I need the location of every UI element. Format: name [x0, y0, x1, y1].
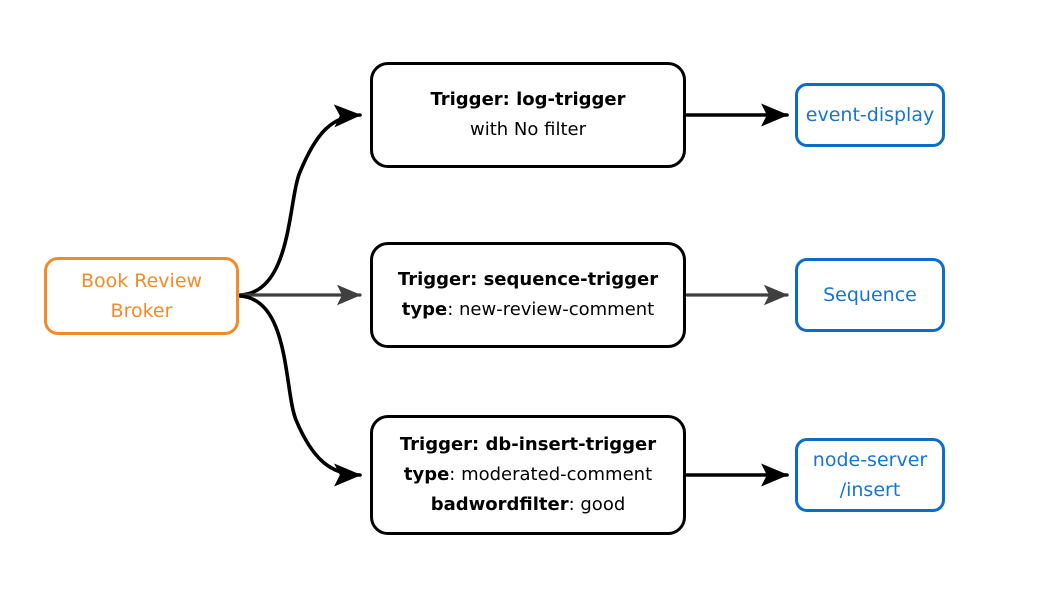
trigger-log-line1: Trigger: log-trigger [430, 85, 625, 115]
broker-label-line2: Broker [110, 300, 173, 322]
trigger-log-line2: with No filter [470, 115, 586, 145]
target-node-server-label-line2: /insert [839, 479, 901, 501]
target-event-display-label: event-display [805, 104, 935, 126]
broker-label-line1: Book Review [80, 270, 203, 292]
edge-broker-to-log-trigger [238, 104, 362, 297]
node-target-node-server-insert[interactable]: node-server /insert [795, 438, 945, 512]
trigger-db-line1: Trigger: db-insert-trigger [400, 430, 656, 460]
trigger-sequence-line2: type: new-review-comment [402, 295, 654, 325]
trigger-db-line2-bold: type [403, 464, 450, 485]
node-trigger-sequence-trigger[interactable]: Trigger: sequence-trigger type: new-revi… [370, 242, 686, 348]
trigger-db-line2: type: moderated-comment [404, 460, 652, 490]
trigger-db-line1-bold: Trigger: db-insert-trigger [399, 434, 657, 455]
trigger-log-line2-rest: with No filter [470, 119, 586, 140]
target-node-server-label-line1: node-server [812, 449, 928, 471]
node-target-sequence[interactable]: Sequence [795, 258, 945, 332]
node-target-event-display[interactable]: event-display [795, 83, 945, 147]
target-sequence-label: Sequence [823, 284, 917, 306]
node-trigger-db-insert-trigger[interactable]: Trigger: db-insert-trigger type: moderat… [370, 415, 686, 535]
node-book-review-broker[interactable]: Book Review Broker [44, 257, 239, 335]
node-trigger-log-trigger[interactable]: Trigger: log-trigger with No filter [370, 62, 686, 168]
trigger-db-line3-rest: : good [568, 494, 626, 515]
trigger-db-line3: badwordfilter: good [431, 490, 626, 520]
trigger-db-line2-rest: : moderated-comment [449, 464, 653, 485]
edge-broker-to-db-insert-trigger [238, 294, 362, 487]
trigger-sequence-line1: Trigger: sequence-trigger [398, 265, 658, 295]
trigger-log-line1-bold: Trigger: log-trigger [430, 89, 626, 110]
trigger-sequence-line2-bold: type [401, 299, 448, 320]
trigger-sequence-line2-rest: : new-review-comment [447, 299, 655, 320]
trigger-db-line3-bold: badwordfilter [430, 494, 569, 515]
trigger-sequence-line1-bold: Trigger: sequence-trigger [397, 269, 659, 290]
